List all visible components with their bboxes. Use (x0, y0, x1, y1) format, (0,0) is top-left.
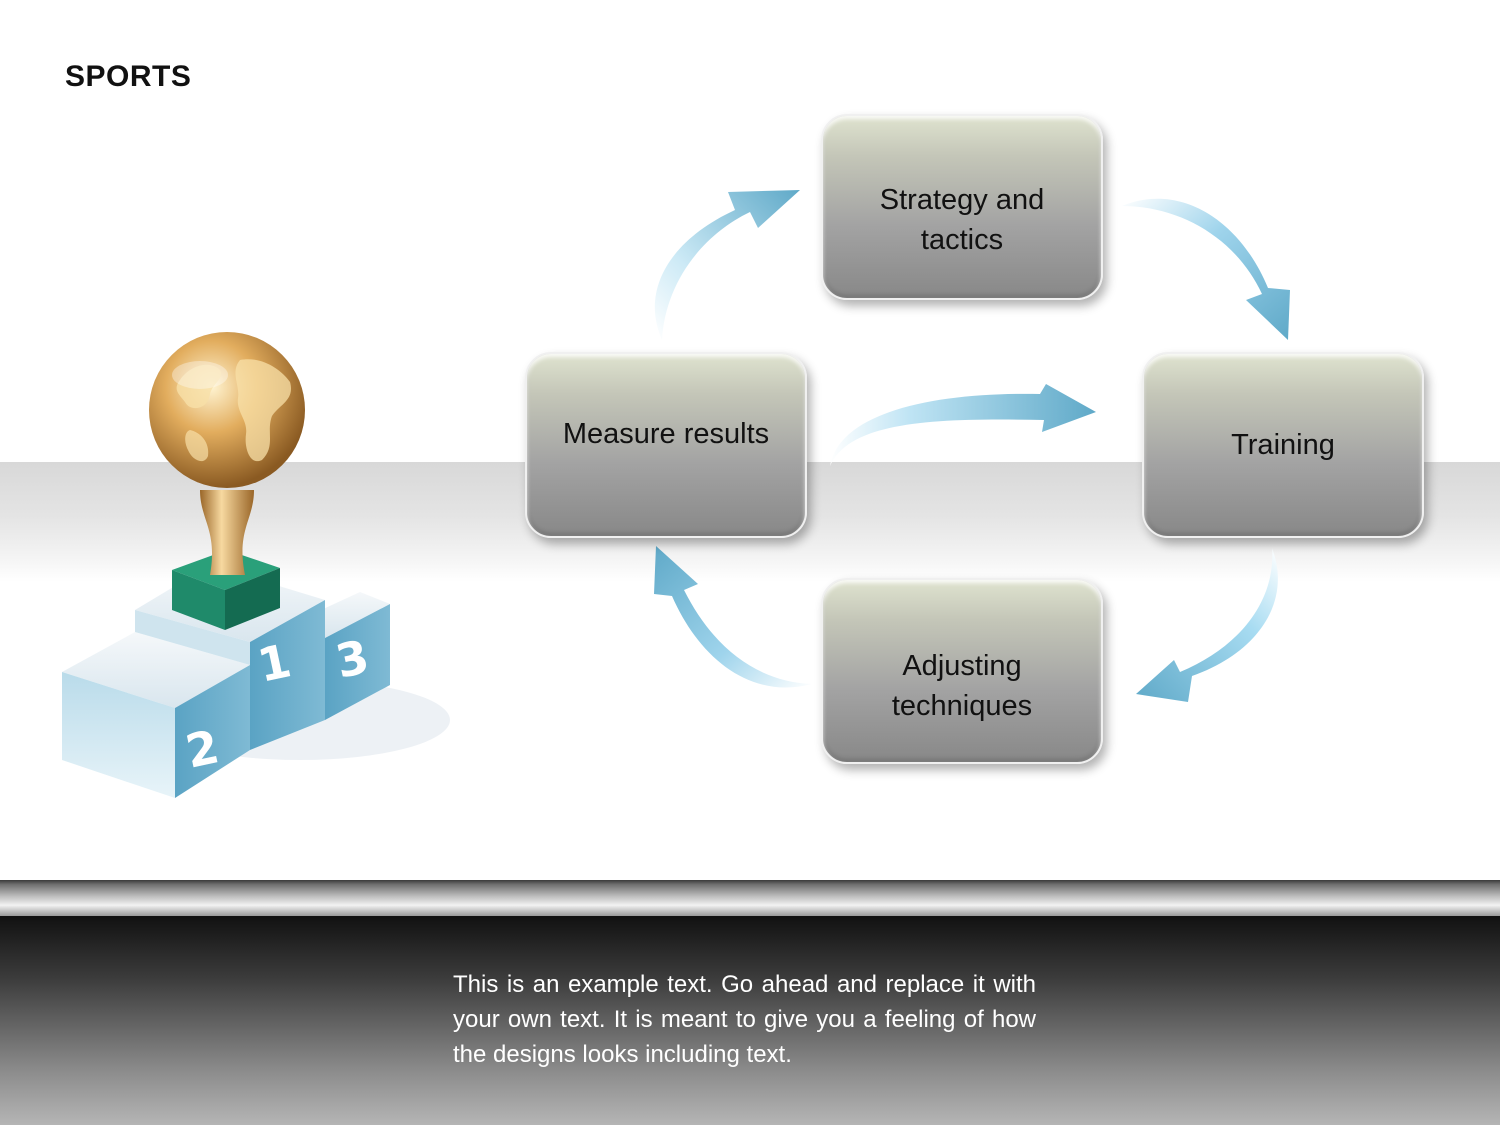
footer-panel (0, 916, 1500, 1125)
footer-text: This is an example text. Go ahead and re… (453, 971, 1036, 1068)
page-title: SPORTS (65, 60, 192, 93)
arrow-adjusting-to-measure (654, 546, 812, 688)
step-box-measure: Measure results (525, 352, 807, 538)
footer-metal-strip (0, 880, 1500, 916)
step-label-measure: Measure results (562, 418, 770, 450)
arrow-measure-to-training (830, 384, 1096, 466)
step-label-adjusting: Adjusting techniques (891, 650, 1033, 722)
arrow-training-to-adjusting (1136, 548, 1278, 702)
trophy-podium-illustration: 2 3 1 (62, 332, 450, 798)
step-label-training: Training (1231, 429, 1335, 461)
step-label-strategy: Strategy and tactics (879, 184, 1045, 256)
step-box-training: Training (1142, 352, 1424, 538)
trophy-stem (200, 490, 254, 575)
globe-trophy-icon (149, 332, 305, 488)
cycle-arrows (654, 190, 1290, 702)
step-box-adjusting: Adjusting techniques (821, 578, 1103, 764)
arrow-measure-to-strategy (654, 190, 800, 340)
podium-place-2: 2 (62, 632, 250, 798)
step-box-strategy: Strategy and tactics (821, 114, 1103, 300)
arrow-strategy-to-training (1122, 198, 1290, 340)
